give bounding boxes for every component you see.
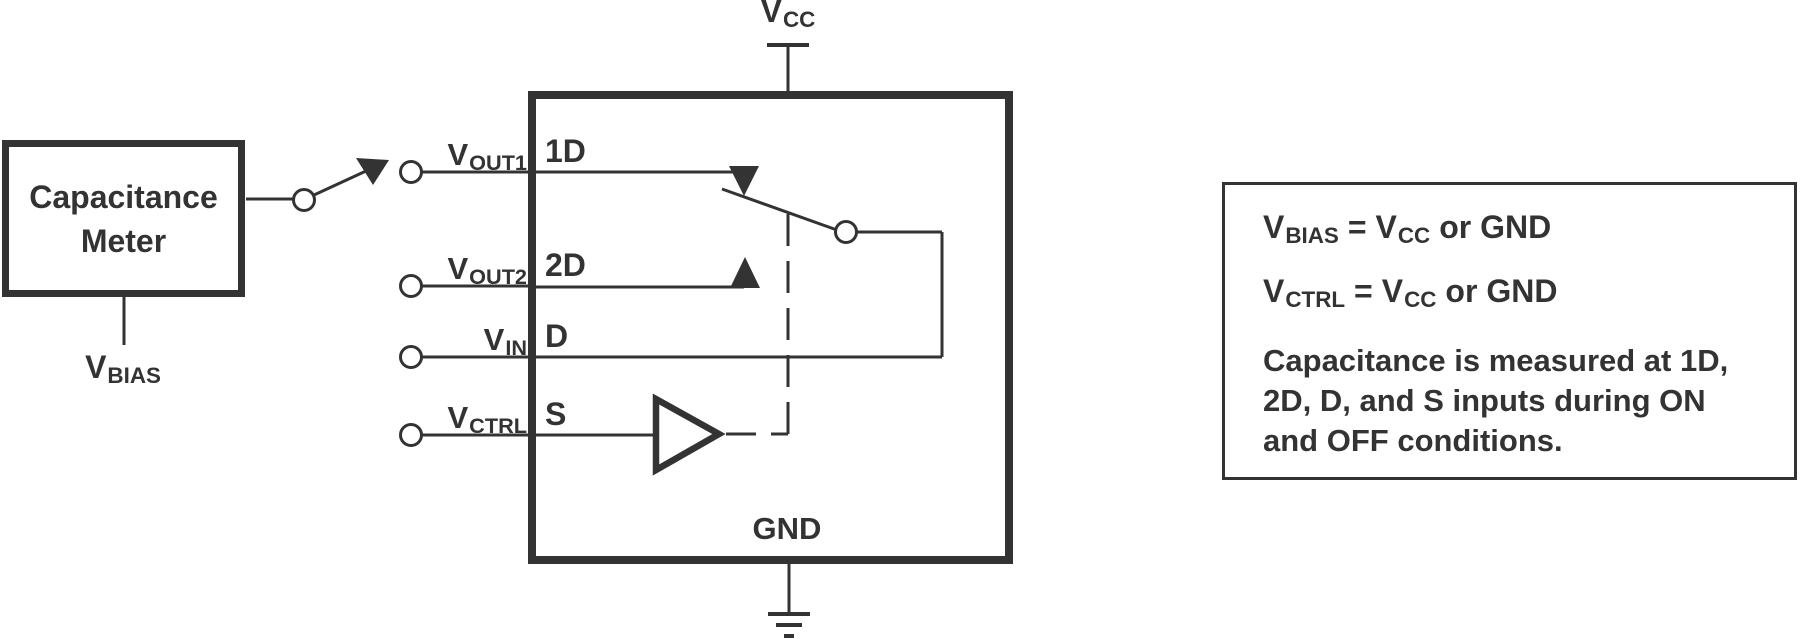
dut-box-outline [528,91,1013,564]
capacitance-meter-label-line1: Capacitance [29,178,218,215]
note-body-text: Capacitance is measured at 1D, 2D, D, an… [1263,341,1728,461]
note-eq1-rhs-main: V [1375,209,1397,245]
note-eq2-rhs-main: V [1381,273,1404,309]
vin-label: VIN [331,322,527,361]
note-eq2-lhs-sub: CTRL [1285,287,1346,313]
vcc-label: VCC [743,0,833,32]
note-eq1-lhs-main: V [1263,209,1285,245]
note-body-line1: Capacitance is measured at 1D, [1263,343,1729,378]
capacitance-meter-box: Capacitance Meter [2,140,245,297]
internal-switch-throw-2d [730,257,760,288]
vcc-label-sub: CC [783,7,816,33]
external-switch-arm [313,169,367,197]
vcc-label-main: V [760,0,782,29]
note-eq2-rhs-sub: CC [1404,287,1437,313]
vin-label-sub: IN [505,335,527,361]
vbias-label: VBIAS [58,349,188,389]
control-buffer-triangle [652,393,726,476]
internal-switch-pole-contact [834,220,858,244]
vout2-label-main: V [447,251,469,286]
pin-label-d: D [545,318,569,354]
note-eq1-lhs-sub: BIAS [1285,223,1339,249]
vctrl-label-main: V [447,400,469,435]
note-eq1-suffix: or GND [1439,209,1552,245]
pin-label-s: S [545,396,567,432]
note-eq2-suffix: or GND [1445,273,1558,309]
vout1-label: VOUT1 [331,137,527,176]
internal-switch-throw-1d [729,166,759,196]
external-switch-arrowhead [356,158,389,185]
pin-label-2d: 2D [545,247,586,283]
internal-switch-arm [721,187,838,232]
vbias-label-main: V [85,349,107,385]
vctrl-label: VCTRL [331,400,527,439]
vout1-label-sub: OUT1 [469,150,527,176]
vout2-label-sub: OUT2 [469,264,527,290]
note-body-line3: and OFF conditions. [1263,423,1563,458]
note-body-line2: 2D, D, and S inputs during ON [1263,383,1706,418]
capacitance-meter-label-line2: Meter [80,222,167,259]
gnd-label: GND [752,511,822,546]
note-eq2-operator: = [1354,273,1373,309]
pin-label-1d: 1D [545,133,586,169]
external-switch-pole-contact [292,188,316,212]
note-eq1-operator: = [1347,209,1367,245]
vout2-label: VOUT2 [331,251,527,290]
vout1-label-main: V [447,137,469,172]
note-eq1-rhs-sub: CC [1397,223,1431,249]
vbias-label-sub: BIAS [107,363,161,389]
vin-label-main: V [483,322,505,357]
vctrl-label-sub: CTRL [469,413,527,439]
note-eq2-lhs-main: V [1263,273,1285,309]
